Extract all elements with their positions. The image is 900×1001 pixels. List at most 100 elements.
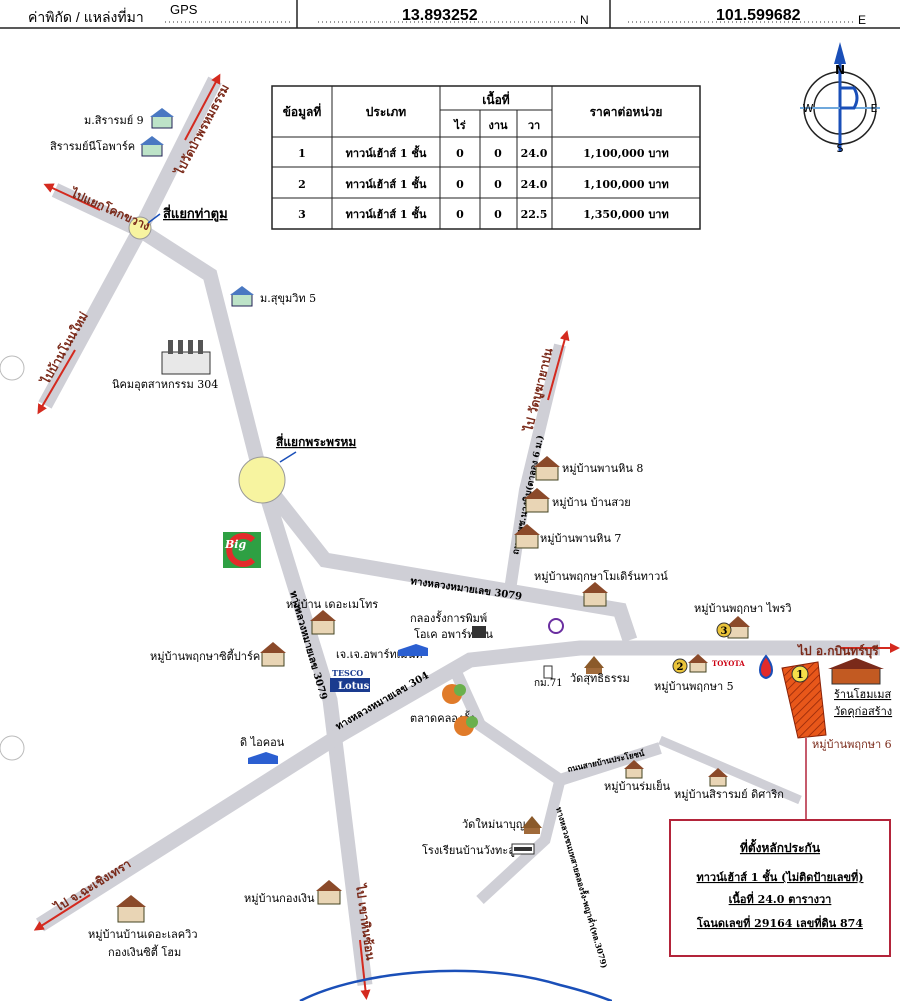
place-kongngern: หมู่บ้านกองเงิน bbox=[244, 892, 315, 905]
table-row: 2 ทาวน์เฮ้าส์ 1 ชั้น 0 0 24.0 1,100,000 … bbox=[298, 176, 669, 191]
place-sukhumvit5: ม.สุขุมวิท 5 bbox=[260, 292, 316, 305]
th-ngan: งาน bbox=[488, 119, 508, 132]
tesco-lotus-logo: TESCO Lotus bbox=[330, 668, 370, 692]
row-no: 2 bbox=[298, 178, 306, 191]
homemart-icon bbox=[828, 658, 884, 685]
row-ngan: 0 bbox=[494, 208, 502, 221]
house-icon bbox=[260, 642, 286, 667]
row-wa: 22.5 bbox=[521, 208, 548, 221]
coord-source: GPS bbox=[170, 2, 198, 17]
place-lakeview-2: กองเงินซิตี้ โฮม bbox=[108, 944, 181, 959]
house-icon bbox=[708, 768, 728, 787]
junction-phraprom-pointer bbox=[279, 451, 297, 463]
th-wa: วา bbox=[528, 119, 540, 132]
house-icon bbox=[316, 880, 342, 905]
factory-icon bbox=[161, 340, 211, 375]
place-sirarom-home: สิรารมย์นีโอพาร์ค bbox=[50, 139, 135, 153]
collateral-infobox: ที่ตั้งหลักประกัน ทาวน์เฮ้าส์ 1 ชั้น (ไม… bbox=[669, 819, 891, 957]
punch-hole bbox=[0, 355, 25, 381]
house-icon bbox=[514, 524, 540, 549]
row-rai: 0 bbox=[456, 178, 464, 191]
row-price: 1,100,000 บาท bbox=[583, 178, 668, 191]
arrow-south bbox=[359, 939, 371, 1000]
temple-icon bbox=[584, 656, 604, 674]
row-type: ทาวน์เฮ้าส์ 1 ชั้น bbox=[346, 176, 427, 191]
collateral-plot bbox=[781, 661, 827, 739]
row-no: 3 bbox=[298, 208, 306, 221]
compass-rose-icon: N S E W bbox=[800, 42, 880, 155]
arrow-northeast bbox=[547, 330, 570, 401]
compass-n: N bbox=[835, 63, 845, 77]
place-pruksa-city: หมู่บ้านพฤกษาซิตี้ปาร์ค bbox=[150, 648, 260, 663]
arrow-southwest bbox=[33, 894, 91, 931]
house-icon bbox=[140, 136, 164, 157]
building-icon bbox=[248, 752, 278, 764]
row-wa: 24.0 bbox=[521, 147, 548, 160]
longitude-value: 101.599682 bbox=[716, 7, 801, 24]
big-c-text: Big bbox=[224, 538, 246, 551]
place-phanhin8: หมู่บ้านพานหิน 8 bbox=[562, 462, 643, 475]
arrow-west bbox=[37, 349, 76, 415]
compass-e: E bbox=[871, 102, 878, 115]
place-pruksa-prai: หมู่บ้านพฤกษา ไพรวิ bbox=[694, 602, 792, 615]
house-icon bbox=[230, 286, 254, 307]
latitude-value: 13.893252 bbox=[402, 7, 478, 24]
signature-scribble bbox=[299, 969, 613, 1001]
place-dicon: ดิ ไอคอน bbox=[240, 736, 285, 749]
infobox-line2: เนื้อที่ 24.0 ตารางวา bbox=[729, 891, 832, 906]
place-homemart: ร้านโฮมเมส bbox=[834, 687, 891, 701]
junction-phraprom-label: สี่แยกพระพรหม bbox=[276, 433, 356, 449]
house-icon bbox=[624, 760, 644, 779]
place-km71: กม.71 bbox=[534, 678, 563, 689]
place-the-metro: หมู่บ้าน เดอะเมโทร bbox=[286, 597, 378, 611]
junction-tatum-pointer bbox=[147, 213, 161, 224]
infobox-line1: ทาวน์เฮ้าส์ 1 ชั้น (ไม่ติดป้ายเลขที่) bbox=[697, 869, 864, 884]
arrow-north bbox=[184, 73, 221, 141]
place-sirarom-dicarik: หมู่บ้านสิรารมย์ ดิศาริก bbox=[674, 788, 784, 801]
roads bbox=[35, 76, 880, 986]
junction-phraprom-marker bbox=[238, 456, 286, 504]
direction-arrows bbox=[33, 73, 900, 1000]
temple-icon bbox=[543, 665, 553, 679]
latitude-unit: N bbox=[580, 13, 589, 27]
th-no: ข้อมูลที่ bbox=[283, 103, 322, 120]
marker-3-label: 3 bbox=[721, 626, 728, 637]
price-table: ข้อมูลที่ ประเภท เนื้อที่ ไร่ งาน วา ราค… bbox=[271, 85, 701, 230]
place-wat-kongsang: วัดคุก่อสร้าง bbox=[834, 705, 892, 718]
marker-2-icon bbox=[672, 658, 688, 674]
compass-w: W bbox=[803, 102, 814, 115]
infobox-title: ที่ตั้งหลักประกัน bbox=[740, 838, 821, 855]
road-local2-label: ทางหลวงชนบทสายคลองรั้ง-พญาค่ำ(ทล.3079) bbox=[553, 806, 611, 970]
big-c-logo: Big bbox=[223, 532, 261, 568]
row-price: 1,350,000 บาท bbox=[583, 208, 668, 221]
row-type: ทาวน์เฮ้าส์ 1 ชั้น bbox=[346, 145, 427, 160]
coordinate-header: ค่าพิกัด / แหล่งที่มา GPS 13.893252 N 10… bbox=[0, 0, 900, 29]
place-bansuai: หมู่บ้าน บ้านสวย bbox=[552, 496, 631, 509]
house-icon bbox=[116, 895, 146, 923]
place-wat-mai: วัดใหม่นาบุญ bbox=[462, 818, 525, 831]
market-icon bbox=[442, 684, 466, 704]
place-sirarom9: ม.สิรารมย์ 9 bbox=[84, 114, 144, 127]
building-icon bbox=[398, 644, 428, 656]
toyota-logo: TOYOTA bbox=[712, 659, 745, 668]
row-ngan: 0 bbox=[494, 178, 502, 191]
place-pruksa5: หมู่บ้านพฤกษา 5 bbox=[654, 680, 734, 693]
house-icon bbox=[310, 610, 336, 635]
marker-3-icon bbox=[716, 622, 732, 638]
market-icon bbox=[454, 716, 478, 736]
row-no: 1 bbox=[298, 147, 306, 160]
th-price: ราคาต่อหน่วย bbox=[590, 105, 663, 119]
junction-tatum-marker bbox=[128, 216, 152, 240]
house-icon bbox=[688, 654, 708, 673]
th-type: ประเภท bbox=[366, 105, 407, 119]
tesco-text: TESCO bbox=[332, 668, 363, 678]
place-wat-suttha: วัดสุทธิธรรม bbox=[570, 672, 630, 685]
row-rai: 0 bbox=[456, 147, 464, 160]
table-row: 3 ทาวน์เฮ้าส์ 1 ชั้น 0 0 22.5 1,350,000 … bbox=[298, 206, 669, 221]
shell-icon bbox=[548, 618, 564, 634]
infobox-line3: โฉนดเลขที่ 29164 เลขที่ดิน 874 bbox=[696, 915, 863, 930]
temple-icon bbox=[522, 816, 542, 834]
building-icon bbox=[472, 626, 486, 638]
direction-east: ไป อ.กบินทร์บุรี bbox=[796, 643, 879, 659]
